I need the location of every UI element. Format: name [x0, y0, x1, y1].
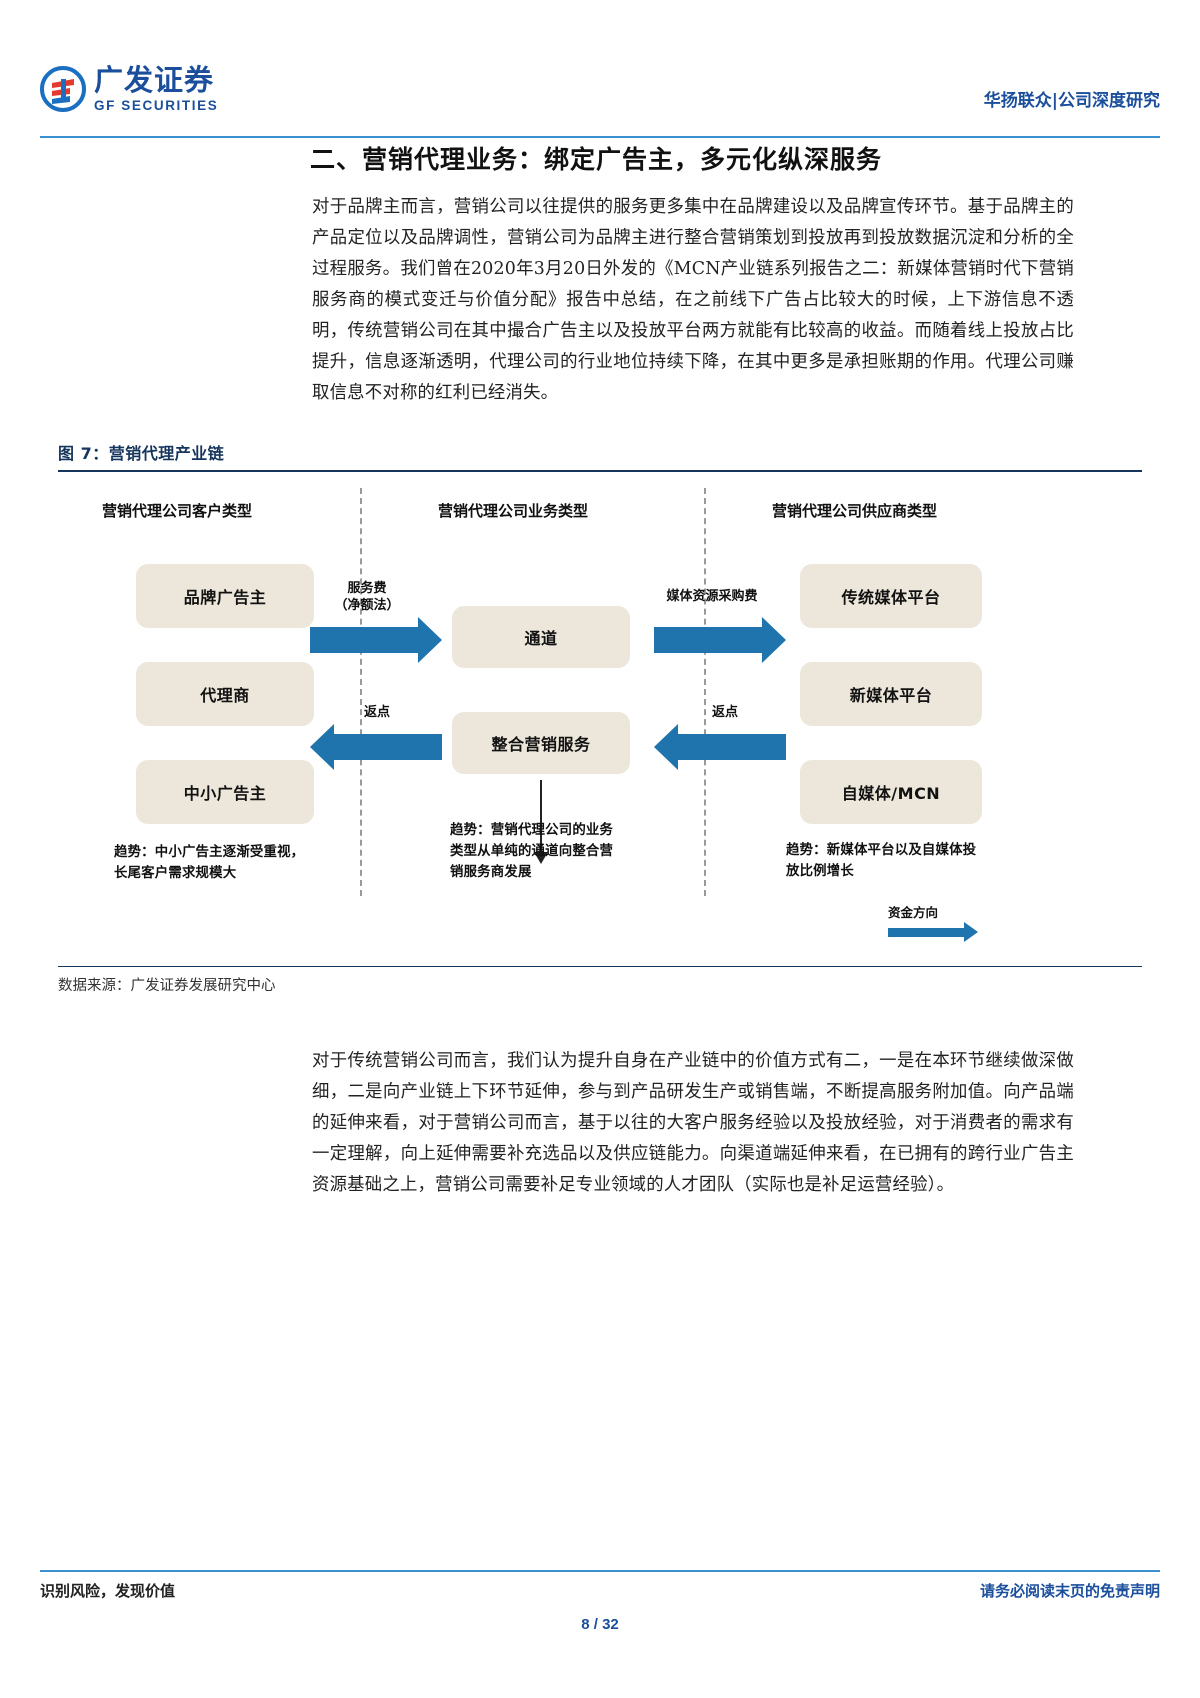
- footer-page-number: 8 / 32: [581, 1616, 619, 1633]
- footer-slogan: 识别风险，发现价值: [40, 1582, 176, 1600]
- diagram-node-self-media-mcn: 自媒体/MCN: [800, 760, 982, 824]
- section-heading: 二、营销代理业务：绑定广告主，多元化纵深服务: [310, 145, 883, 174]
- logo-company-name-cn: 广发证券: [94, 63, 215, 97]
- legend-money-direction-arrow-icon: [888, 922, 978, 942]
- diagram-node-new-media: 新媒体平台: [800, 662, 982, 726]
- diagram-node-agency: 代理商: [136, 662, 314, 726]
- diagram-divider-right: [704, 488, 706, 896]
- logo-company-name-en: GF SECURITIES: [94, 98, 219, 113]
- body-paragraph-2: 对于传统营销公司而言，我们认为提升自身在产业链中的价值方式有二，一是在本环节继续…: [312, 1051, 1074, 1195]
- diagram-column-header-business: 营销代理公司业务类型: [438, 502, 589, 520]
- gf-logo-icon: [40, 66, 86, 113]
- arrow-evolution-down-head-icon: [534, 852, 548, 864]
- diagram-divider-left: [360, 488, 362, 896]
- trend-note-suppliers: 趋势：新媒体平台以及自媒体投放比例增长: [786, 842, 977, 879]
- diagram-node-sme-advertiser: 中小广告主: [136, 760, 314, 824]
- diagram-node-integrated-marketing: 整合营销服务: [452, 712, 630, 774]
- page-header: 广发证券 GF SECURITIES 华扬联众|公司深度研究: [40, 60, 1160, 138]
- header-report-title: 华扬联众|公司深度研究: [983, 91, 1160, 111]
- arrow-label-rebate-right: 返点: [711, 705, 738, 720]
- trend-note-clients: 趋势：中小广告主逐渐受重视，长尾客户需求规模大: [114, 844, 305, 881]
- arrow-label-rebate-left: 返点: [363, 705, 390, 720]
- figure-top-rule: [58, 470, 1142, 472]
- arrow-rebate-left-icon: [310, 724, 442, 770]
- arrow-service-fee-icon: [310, 617, 442, 663]
- diagram-node-channel: 通道: [452, 606, 630, 668]
- arrow-rebate-right-icon: [654, 724, 786, 770]
- header-divider: [40, 136, 1160, 138]
- trend-note-business: 趋势：营销代理公司的业务类型从单纯的通道向整合营销服务商发展: [450, 822, 614, 880]
- diagram-column-header-suppliers: 营销代理公司供应商类型: [772, 502, 938, 520]
- figure-caption: 图 7：营销代理产业链: [58, 444, 225, 463]
- footer-disclaimer-link[interactable]: 请务必阅读末页的免责声明: [979, 1582, 1160, 1600]
- logo-text: 广发证券 GF SECURITIES: [94, 66, 218, 113]
- figure-source-note: 数据来源：广发证券发展研究中心: [58, 978, 276, 994]
- arrow-label-media-purchase: 媒体资源采购费: [666, 589, 758, 604]
- legend-money-direction-label: 资金方向: [888, 905, 939, 920]
- diagram-column-header-clients: 营销代理公司客户类型: [102, 502, 253, 520]
- arrow-label-service-fee: 服务费 （净额法）: [334, 581, 400, 613]
- arrow-media-purchase-icon: [654, 617, 786, 663]
- value-chain-diagram: 营销代理公司客户类型 营销代理公司业务类型 营销代理公司供应商类型 品牌广告主 …: [58, 472, 1142, 964]
- body-paragraph-1: 对于品牌主而言，营销公司以往提供的服务更多集中在品牌建设以及品牌宣传环节。基于品…: [312, 197, 1074, 403]
- diagram-node-brand-advertiser: 品牌广告主: [136, 564, 314, 628]
- gf-securities-logo: 广发证券 GF SECURITIES: [40, 66, 218, 113]
- figure-bottom-rule: [58, 966, 1142, 968]
- diagram-node-traditional-media: 传统媒体平台: [800, 564, 982, 628]
- footer-divider: [40, 1570, 1160, 1572]
- arrow-evolution-down-icon: [540, 780, 542, 856]
